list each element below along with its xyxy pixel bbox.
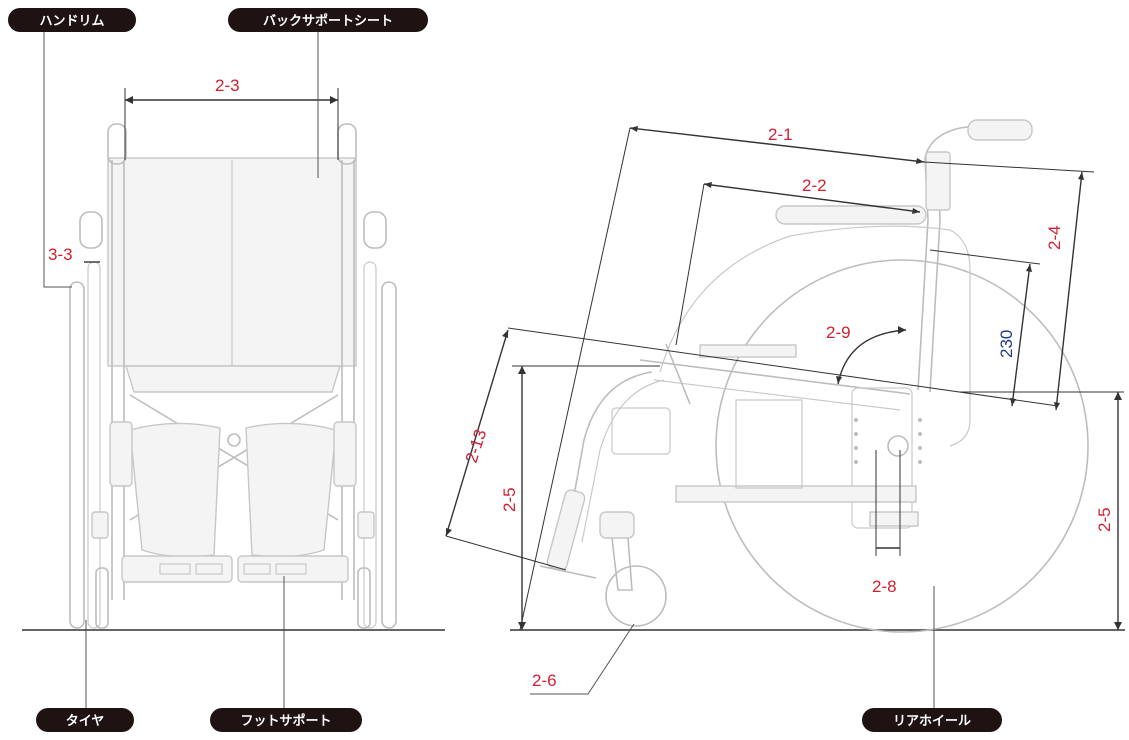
push-handle-grip: [967, 119, 1033, 141]
dim-2-5-left-label: 2-5: [500, 487, 519, 512]
dim-2-5-right-label: 2-5: [1095, 507, 1114, 532]
foot-plate-slot-left: [159, 563, 191, 575]
foot-support-right: [237, 555, 349, 583]
seat-plane-line: [507, 327, 1059, 407]
callout-hand-rim: [8, 8, 136, 32]
foot-plate-slot-right-2: [275, 563, 307, 575]
hand-rim-left: [69, 281, 85, 629]
tire-right: [363, 261, 377, 629]
dim-2-2-ext: [675, 183, 705, 346]
front-frame-2: [581, 379, 665, 543]
armrest-right: [363, 211, 387, 249]
calf-pad-left: [129, 422, 221, 558]
dim-230-line: [1011, 263, 1031, 407]
dim-2-4-line: [1055, 171, 1083, 411]
dim-2-3-arrow-left: [125, 96, 133, 104]
footrest-hanger: [546, 489, 586, 571]
caster-wheel-right: [357, 567, 371, 629]
dim-2-9-label: 2-9: [826, 323, 851, 342]
side-guard: [735, 399, 803, 489]
push-handle-left: [107, 123, 127, 165]
callout-tire: [36, 708, 134, 732]
caster-fork-left: [91, 511, 109, 539]
dim-2-3-arrow-right: [330, 96, 338, 104]
lower-frame-rail: [675, 485, 917, 503]
cross-pivot: [227, 433, 241, 447]
callout-foot-support-label: フットサポート: [240, 713, 331, 729]
side-view: 2-1 2-2 2-4 230 2-9 2-13: [445, 119, 1125, 732]
tire-left: [87, 261, 101, 629]
dim-2-6-label: 2-6: [532, 671, 557, 690]
calf-pad-right: [245, 422, 337, 558]
seat-rail: [639, 359, 911, 395]
leader-hand-rim: [43, 32, 72, 288]
callout-hand-rim-label: ハンドリム: [39, 14, 104, 29]
foot-support-left: [121, 555, 233, 583]
dim-3-3-label: 3-3: [48, 245, 73, 264]
back-cane-bracket: [925, 151, 951, 211]
callout-rear-wheel-label: リアホイール: [893, 714, 971, 729]
front-view: 2-3 3-3 ハンドリム バックサポートシート タイヤ フットサポート: [8, 8, 445, 732]
seat: [125, 365, 341, 393]
callout-foot-support: [210, 708, 362, 732]
dim-2-13-line: [445, 329, 509, 537]
dim-2-9-arc: [837, 329, 907, 385]
callout-back-support-seat-label: バックサポートシート: [263, 13, 393, 29]
axle-plate: [851, 387, 913, 529]
caster-wheel-left: [95, 567, 109, 629]
caster-fork: [611, 537, 633, 591]
seat-cushion-edge: [699, 344, 797, 358]
caster-housing: [599, 511, 635, 539]
callout-back-support-seat: [228, 8, 428, 32]
dim-2-3-label: 2-3: [215, 76, 240, 95]
dim-2-8-label: 2-8: [872, 577, 897, 596]
hand-rim-right: [381, 281, 397, 629]
callout-rear-wheel: [862, 708, 1002, 732]
caster-fork-right: [357, 511, 375, 539]
armrest-left: [79, 211, 103, 249]
brake-mount: [611, 407, 671, 455]
armrest-side: [775, 205, 927, 225]
front-frame: [565, 371, 653, 541]
side-frame-arc: [659, 225, 971, 447]
tipping-lever: [869, 511, 919, 527]
dim-2-1-ext-right: [923, 161, 1095, 173]
dim-2-1-line: [629, 127, 925, 163]
dim-2-13-label: 2-13: [462, 427, 491, 465]
dim-2-1-ext: [519, 127, 631, 631]
brake-lever: [665, 343, 691, 405]
dim-2-13-ext: [445, 535, 567, 571]
dim-2-2-line: [703, 183, 921, 213]
dim-2-1-label: 2-1: [768, 125, 793, 144]
seat-rail-lower: [653, 379, 901, 411]
axle-hub: [887, 435, 909, 457]
dim-230-label: 230: [997, 330, 1016, 358]
foot-plate-side: [539, 565, 597, 579]
side-guard-right: [333, 421, 357, 487]
dim-2-2-label: 2-2: [802, 176, 827, 195]
side-guard-left: [109, 421, 133, 487]
foot-plate-slot-right: [243, 563, 271, 575]
leader-2-6: [530, 623, 635, 695]
caster-wheel: [605, 565, 667, 627]
callout-tire-label: タイヤ: [66, 714, 105, 729]
foot-plate-slot-left-2: [195, 563, 223, 575]
dim-2-4-label: 2-4: [1045, 225, 1064, 250]
dim-230-ext-top: [929, 249, 1041, 265]
rear-wheel: [715, 259, 1089, 633]
